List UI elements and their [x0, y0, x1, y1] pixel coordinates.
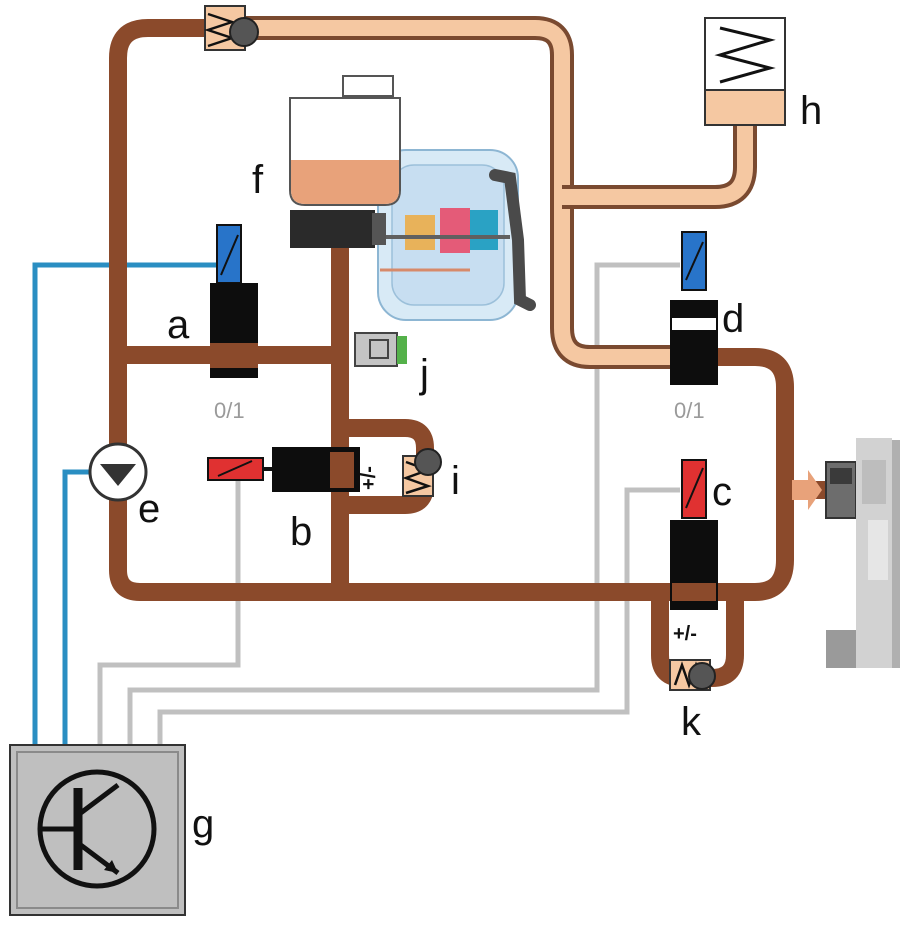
check-valve-top	[204, 5, 259, 51]
check-valve-i	[402, 448, 442, 497]
signal-lines-blue	[32, 262, 225, 745]
valve-c-sign: +/-	[673, 623, 697, 645]
brake-booster	[370, 149, 536, 321]
valve-b	[207, 447, 360, 492]
valve-d	[670, 231, 718, 385]
control-unit-g	[9, 744, 186, 916]
label-d: d	[722, 297, 744, 341]
label-j: j	[419, 352, 429, 396]
valve-d-state: 0/1	[674, 398, 705, 423]
reservoir	[289, 75, 401, 248]
pump-e	[88, 442, 148, 502]
brake-wheel	[792, 438, 900, 668]
label-f: f	[252, 158, 264, 202]
valve-a-state: 0/1	[214, 398, 245, 423]
low-pressure-lines	[232, 16, 757, 369]
valve-c	[670, 459, 718, 610]
label-e: e	[138, 487, 160, 531]
signal-lines-gray	[97, 262, 680, 745]
label-a: a	[167, 303, 190, 347]
check-valve-k	[669, 659, 716, 691]
label-c: c	[712, 470, 732, 514]
pressure-sensor-j	[354, 332, 407, 367]
label-g: g	[192, 802, 214, 846]
valve-a	[210, 224, 258, 378]
label-h: h	[800, 89, 822, 133]
valve-b-sign: +/-	[358, 466, 380, 490]
label-i: i	[451, 459, 460, 503]
accumulator-h	[704, 17, 786, 126]
label-b: b	[290, 510, 312, 554]
label-k: k	[681, 700, 702, 744]
